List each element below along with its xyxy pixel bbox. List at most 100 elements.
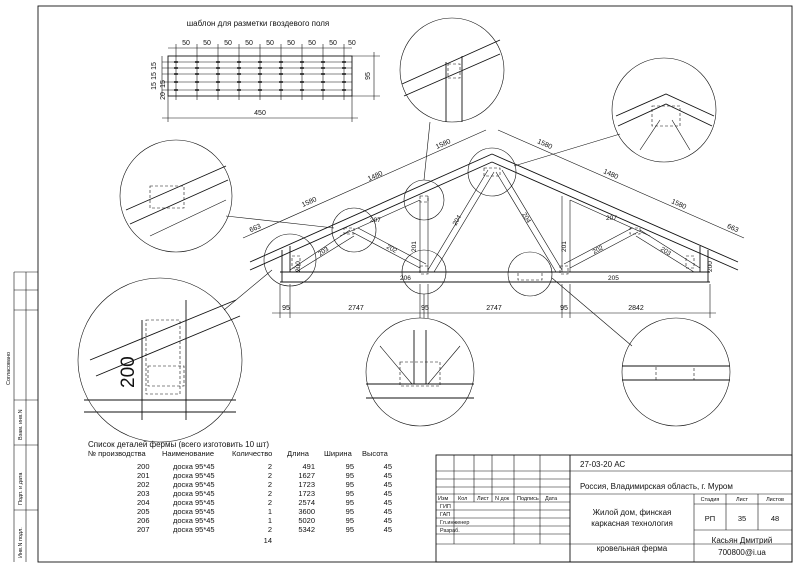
dim-top-left: 1580: [301, 196, 318, 209]
cell-name: доска 95*45: [173, 462, 215, 471]
side-label-approved: Согласовано: [6, 352, 12, 385]
cell-hgt: 45: [384, 516, 392, 525]
part-label: 200: [295, 261, 302, 272]
dim-bottom: 95: [282, 305, 290, 312]
tb-col-header: Лист: [477, 496, 489, 502]
detail-apex: [513, 57, 717, 167]
detail-bottom-node: [365, 294, 475, 427]
cell-len: 1627: [298, 471, 315, 480]
cell-wid: 95: [346, 489, 354, 498]
parts-col-header: Ширина: [324, 449, 353, 458]
side-label-inv: Инв.N подл.: [18, 527, 24, 558]
template-left-dim: 15: [151, 72, 158, 80]
table-row: 207 доска 95*45 2 5342 95 45: [137, 525, 392, 534]
cell-wid: 95: [346, 471, 354, 480]
cell-wid: 95: [346, 462, 354, 471]
parts-col-header: Высота: [362, 449, 389, 458]
detail-node-b: [399, 17, 505, 181]
template-dim: 50: [203, 40, 211, 47]
sheet-name: кровельная ферма: [597, 544, 668, 553]
dim-top-right: 663: [726, 223, 740, 234]
cell-len: 1723: [298, 489, 315, 498]
tb-col-header: Изм: [438, 496, 448, 502]
part-label: 203: [659, 246, 672, 258]
template-dim: 50: [329, 40, 337, 47]
cell-name: доска 95*45: [173, 507, 215, 516]
table-row: 202 доска 95*45 2 1723 95 45: [137, 480, 392, 489]
template-board: [167, 55, 353, 97]
cell-hgt: 45: [384, 489, 392, 498]
cell-num: 203: [137, 489, 150, 498]
cell-wid: 95: [346, 516, 354, 525]
web-207-right: [569, 199, 651, 237]
template-left-dim: 15: [151, 62, 158, 70]
cell-len: 1723: [298, 480, 315, 489]
cell-qty: 1: [268, 507, 272, 516]
author-email: 700800@i.ua: [718, 548, 766, 557]
cell-num: 200: [137, 462, 150, 471]
cell-num: 207: [137, 525, 150, 534]
dim-top-right: 1580: [536, 138, 553, 151]
detail-circle-splice: [507, 251, 553, 297]
cell-wid: 95: [346, 498, 354, 507]
table-row: 203 доска 95*45 2 1723 95 45: [137, 489, 392, 498]
cell-len: 3600: [298, 507, 315, 516]
author-name: Касьян Дмитрий: [712, 536, 773, 545]
tb-stage-header: Листов: [766, 497, 784, 503]
cell-qty: 2: [268, 471, 272, 480]
table-row: 201 доска 95*45 2 1627 95 45: [137, 471, 392, 480]
nail-template: шаблон для разметки гвоздевого поля 50 5…: [151, 19, 380, 122]
parts-table: Список деталей фермы (всего изготовить 1…: [88, 440, 392, 545]
cell-name: доска 95*45: [173, 516, 215, 525]
tb-role: ГИП: [440, 504, 451, 510]
cell-hgt: 45: [384, 498, 392, 507]
tb-col-header: Дата: [545, 496, 558, 502]
cell-name: доска 95*45: [173, 489, 215, 498]
cell-num: 205: [137, 507, 150, 516]
tb-col-header: Подпись: [517, 496, 539, 502]
cell-num: 202: [137, 480, 150, 489]
template-dim: 50: [348, 40, 356, 47]
project-name-line1: Жилой дом, финская: [593, 508, 672, 517]
template-title: шаблон для разметки гвоздевого поля: [187, 19, 330, 28]
dim-bottom: 2747: [486, 305, 502, 312]
cell-len: 5020: [298, 516, 315, 525]
cell-hgt: 45: [384, 525, 392, 534]
cell-qty: 2: [268, 498, 272, 507]
part-label: 201: [561, 241, 568, 252]
part-label: 202: [592, 244, 605, 255]
dim-top-right: 1480: [602, 168, 619, 181]
template-top-ticks: [175, 44, 345, 100]
web-204-right: [495, 171, 557, 273]
side-label-replace: Взам. инв.N: [18, 409, 24, 440]
template-dim: 50: [266, 40, 274, 47]
parts-table-title: Список деталей фермы (всего изготовить 1…: [88, 440, 269, 449]
tb-stage-value: 35: [738, 514, 746, 523]
web-203-right: [635, 235, 695, 273]
part-label: 204: [520, 212, 532, 225]
cell-len: 2574: [298, 498, 315, 507]
detail-node-a: [119, 139, 335, 253]
dim-bottom: 2747: [348, 305, 364, 312]
nail-marks: [174, 61, 346, 91]
dim-top-left: 663: [249, 223, 263, 234]
cell-hgt: 45: [384, 507, 392, 516]
template-dim: 50: [308, 40, 316, 47]
dim-top-left: 1480: [367, 170, 384, 183]
detail-circle-apex: [467, 147, 517, 197]
cell-hgt: 45: [384, 462, 392, 471]
tb-col-header: N док: [495, 496, 510, 502]
part-label: 205: [608, 275, 619, 282]
part-label: 203: [317, 246, 330, 258]
cell-hgt: 45: [384, 480, 392, 489]
cell-name: доска 95*45: [173, 471, 215, 480]
cell-wid: 95: [346, 507, 354, 516]
template-bottom-dim: 450: [254, 110, 266, 117]
detail-heel: 200: [77, 269, 273, 443]
parts-col-header: № производства: [88, 449, 147, 458]
tb-stage-value: РП: [705, 514, 715, 523]
dim-bottom: 95: [560, 305, 568, 312]
table-row: 204 доска 95*45 2 2574 95 45: [137, 498, 392, 507]
dim-bottom: 95: [421, 305, 429, 312]
web-202-left: [351, 231, 421, 269]
